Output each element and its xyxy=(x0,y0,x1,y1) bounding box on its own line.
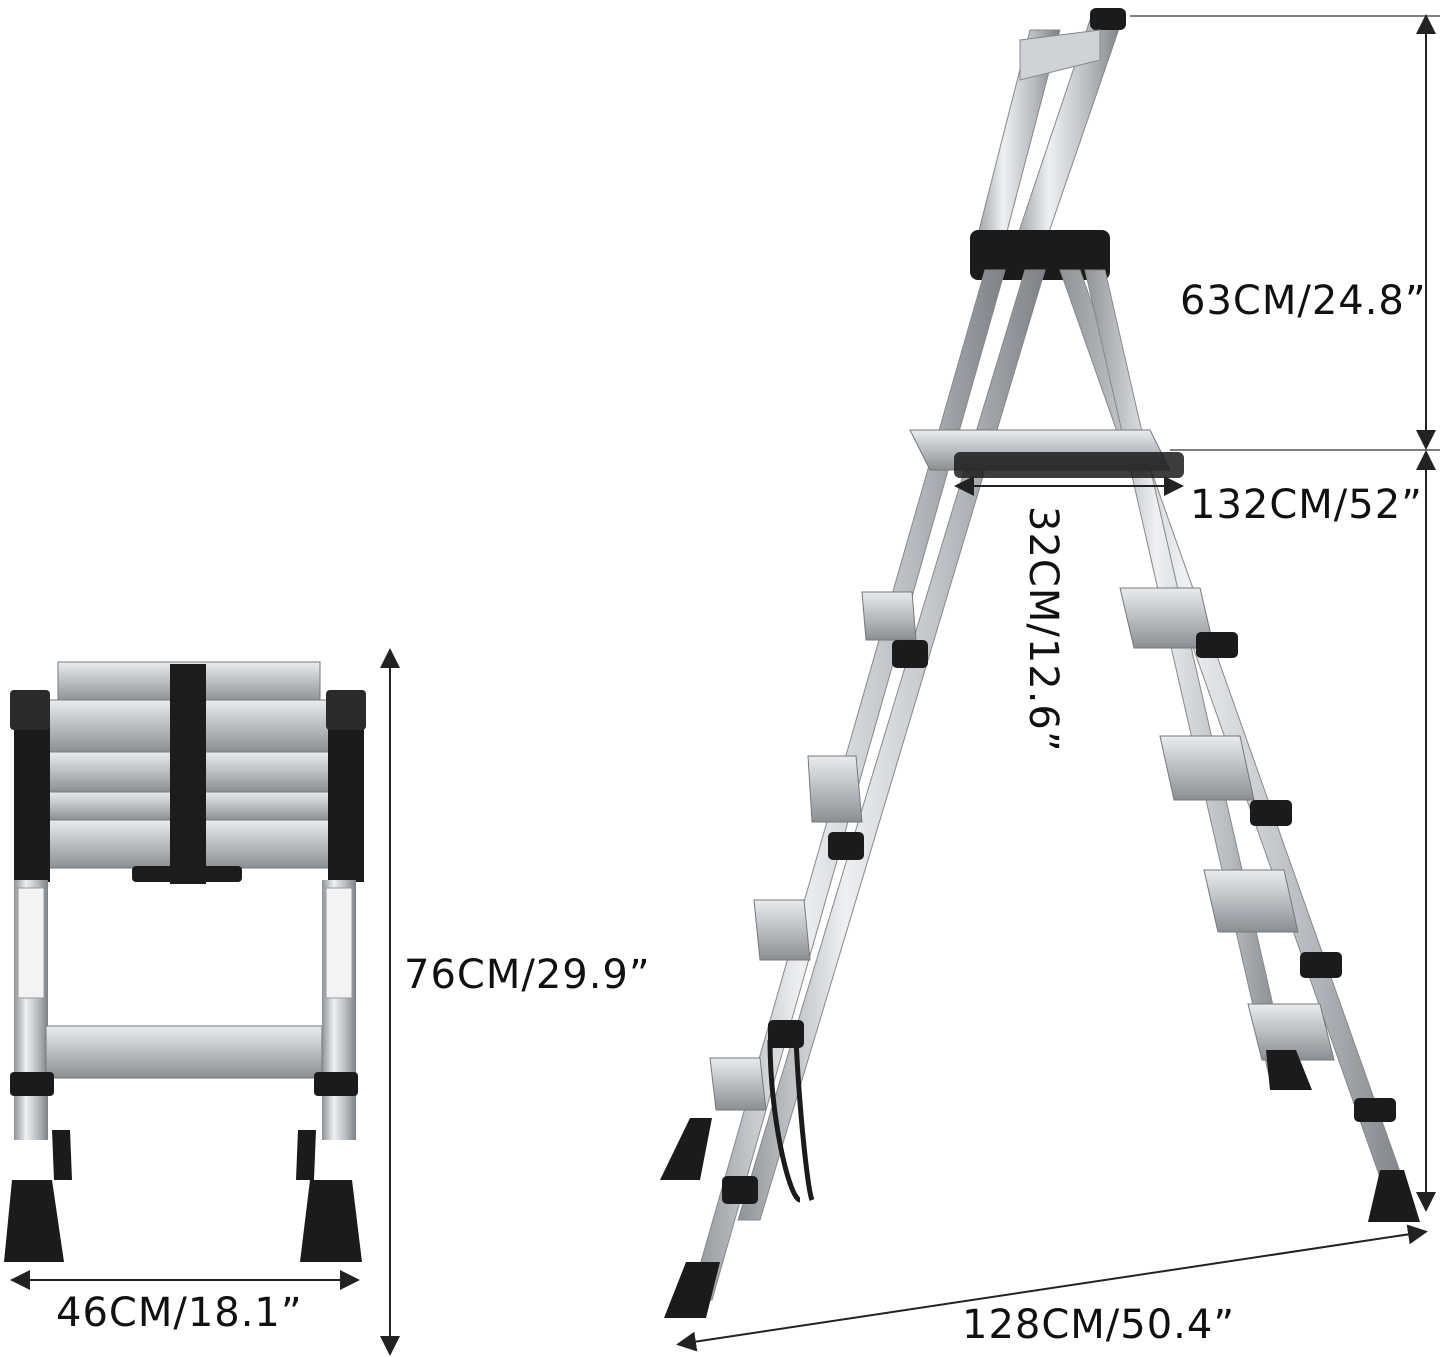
base-width-line xyxy=(676,1224,1428,1352)
step-depth-label: 32CM/12.6” xyxy=(1020,506,1066,753)
folded-ladder xyxy=(4,661,366,1262)
folded-width-label: 46CM/18.1” xyxy=(56,1290,303,1336)
base-width-label: 128CM/50.4” xyxy=(962,1302,1236,1348)
folded-height-label: 76CM/29.9” xyxy=(404,952,651,998)
upper-height-label: 63CM/24.8” xyxy=(1180,278,1427,324)
lower-height-label: 132CM/52” xyxy=(1190,482,1423,528)
extended-ladder xyxy=(660,8,1420,1318)
